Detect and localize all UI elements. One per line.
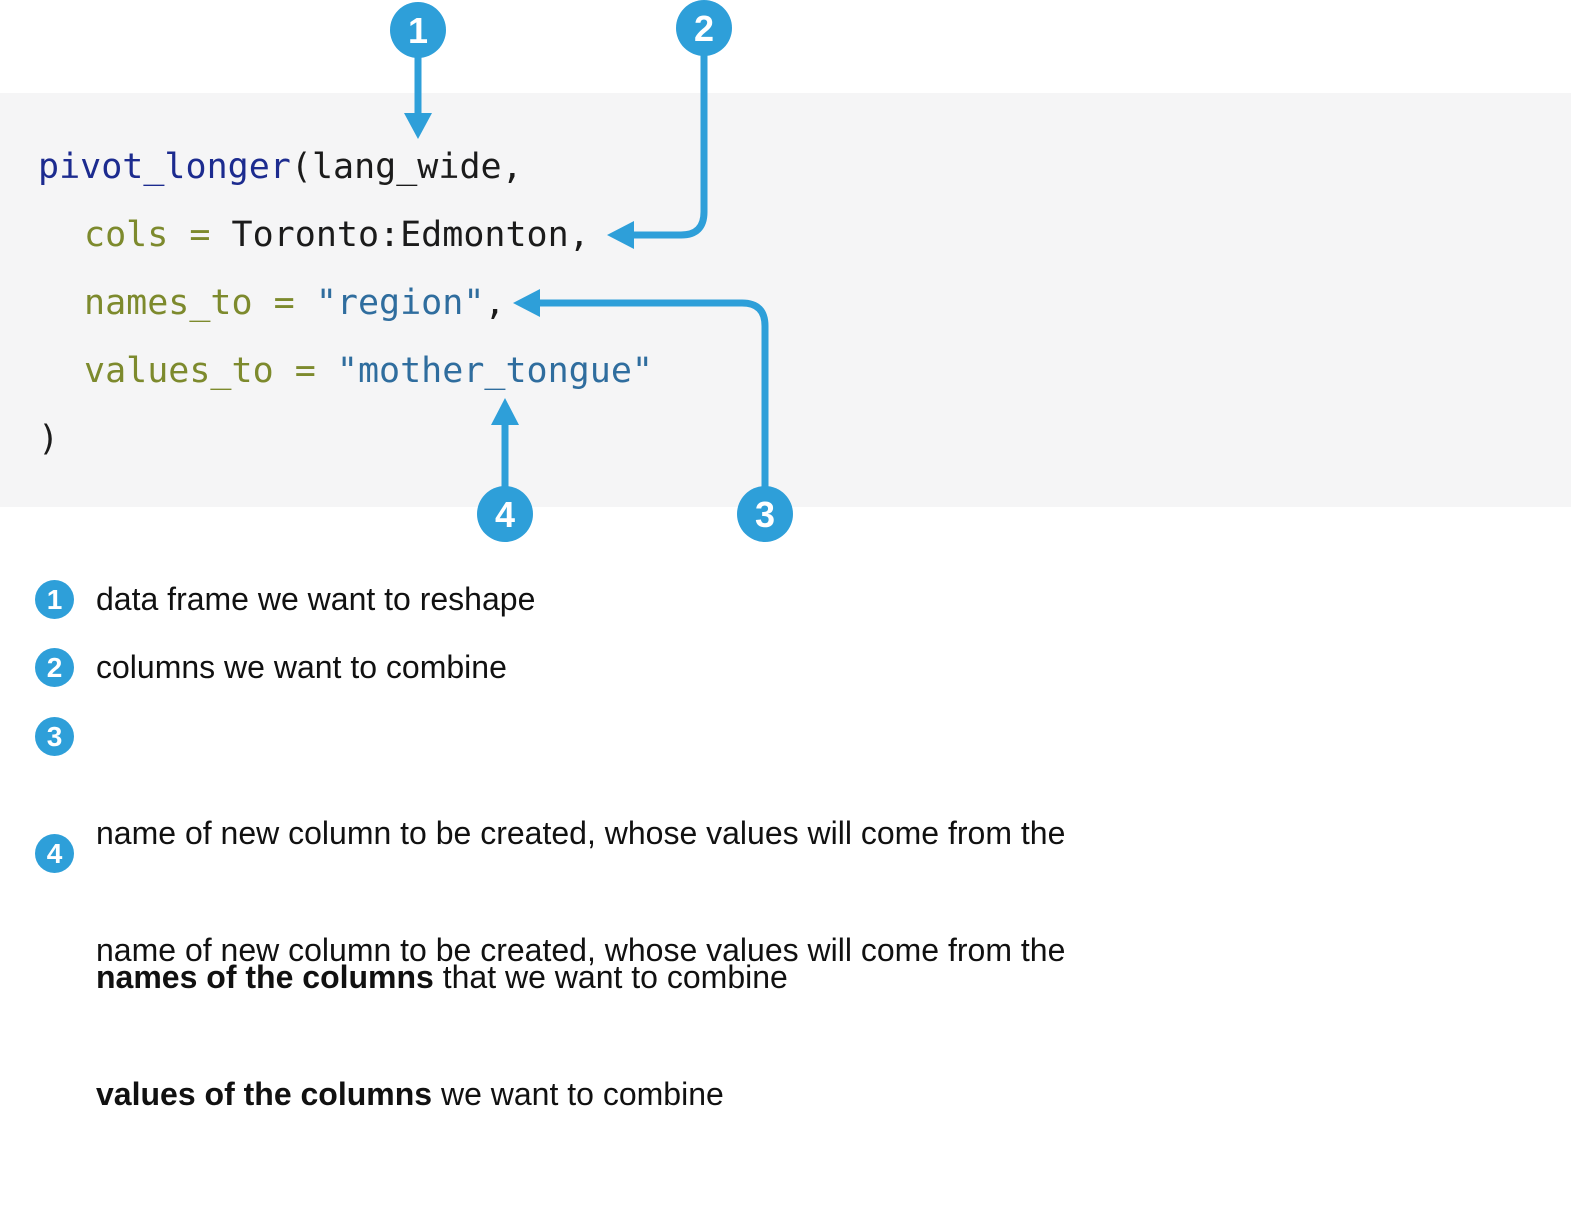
- code-line-5: ): [38, 422, 59, 457]
- legend-badge-2-number: 2: [46, 651, 63, 683]
- function-name-token: pivot_longer: [38, 147, 291, 187]
- pivot-longer-syntax-diagram: { "diagram": { "code": { "line1": { "fun…: [0, 0, 1571, 1112]
- legend-badge-3: 3: [35, 717, 74, 756]
- names-to-param-token: names_to: [84, 283, 253, 323]
- cols-param-token: cols: [84, 215, 169, 255]
- legend-item-2: 2 columns we want to combine: [35, 648, 507, 687]
- code-line-2: cols = Toronto:Edmonton,: [84, 218, 590, 253]
- comma-token: ,: [484, 283, 506, 323]
- legend-text-3-line1: name of new column to be created, whose …: [96, 815, 1066, 851]
- marker-2-label: 2: [694, 8, 714, 49]
- cols-value-token: Toronto:Edmonton,: [231, 215, 590, 255]
- marker-1-label: 1: [408, 10, 428, 51]
- code-line-1: pivot_longer(lang_wide,: [38, 150, 523, 185]
- region-string-token: "region": [315, 283, 485, 323]
- legend-badge-3-number: 3: [46, 720, 63, 752]
- legend-text-4-rest: we want to combine: [432, 1076, 724, 1112]
- equals-operator: =: [189, 215, 211, 255]
- legend-badge-1-number: 1: [46, 583, 63, 615]
- legend-text-2: columns we want to combine: [96, 649, 507, 685]
- code-line-3: names_to = "region",: [84, 286, 505, 321]
- close-paren-token: ): [38, 419, 60, 459]
- code-panel: [0, 93, 1571, 507]
- legend-text-4-bold: values of the columns: [96, 1076, 433, 1112]
- args-token: (lang_wide,: [290, 147, 523, 187]
- equals-operator: =: [273, 283, 295, 323]
- legend-item-4: 4 name of new column to be created, whos…: [35, 830, 1065, 1214]
- legend-item-1: 1 data frame we want to reshape: [35, 580, 535, 619]
- legend-badge-1: 1: [35, 580, 74, 619]
- legend-badge-4: 4: [35, 834, 74, 873]
- legend-text-1: data frame we want to reshape: [96, 581, 536, 617]
- code-line-4: values_to = "mother_tongue": [84, 354, 653, 389]
- mother-tongue-string-token: "mother_tongue": [336, 351, 653, 391]
- legend-text-4-line1: name of new column to be created, whose …: [96, 932, 1066, 968]
- legend-text-4-line2: values of the columns we want to combine: [96, 1070, 1065, 1118]
- callout-marker-1: 1: [390, 2, 446, 58]
- legend-badge-4-number: 4: [46, 837, 63, 869]
- values-to-param-token: values_to: [84, 351, 274, 391]
- legend-text-4: name of new column to be created, whose …: [96, 830, 1065, 1214]
- equals-operator: =: [294, 351, 316, 391]
- callout-marker-2: 2: [676, 0, 732, 56]
- legend-badge-2: 2: [35, 648, 74, 687]
